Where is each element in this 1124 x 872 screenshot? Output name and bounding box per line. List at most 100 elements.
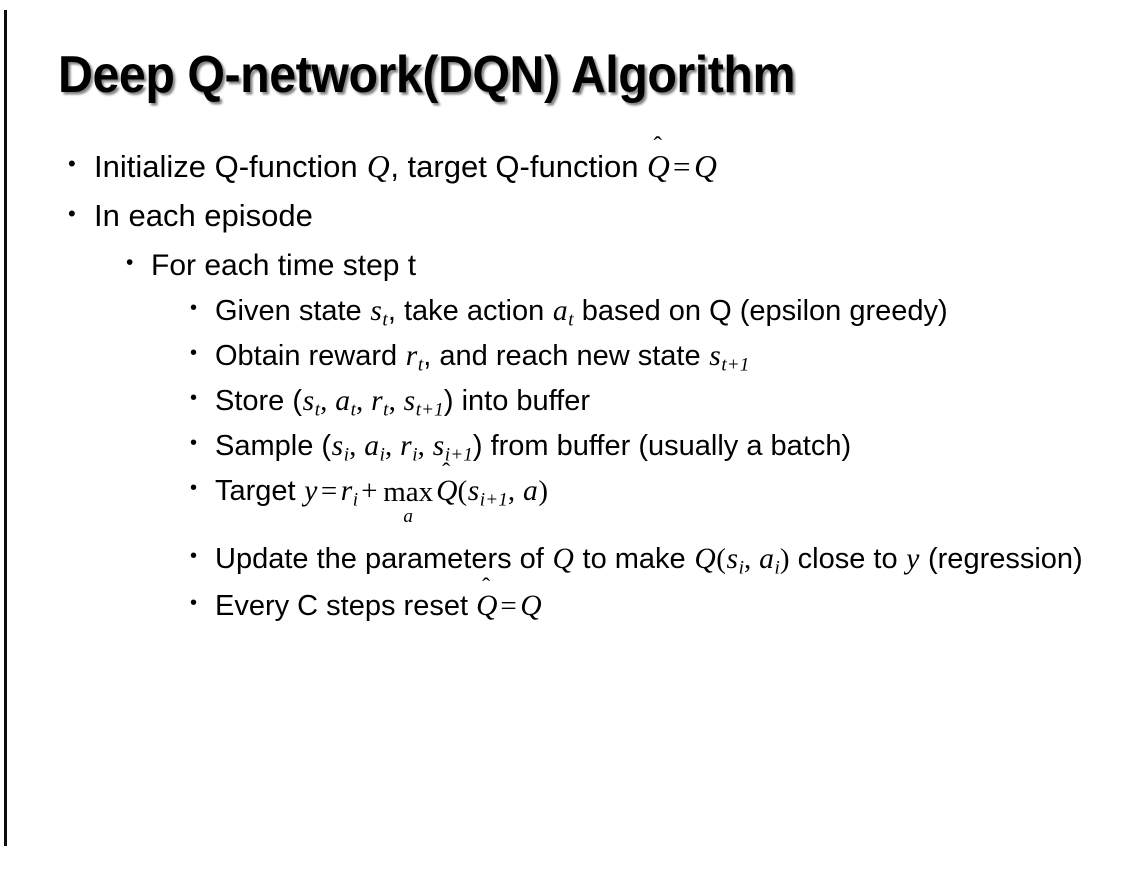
text-run: For each time step t xyxy=(151,248,417,282)
bullet-glyph: • xyxy=(190,544,198,567)
text-run: Sample ( xyxy=(215,430,332,463)
math-var-s: s xyxy=(726,542,739,575)
list-item-content: Target y=ri+maxâQ(si+1, a) xyxy=(215,472,1095,526)
math-var-q-base: Q xyxy=(476,590,498,623)
text-run: to make xyxy=(574,542,694,575)
list-item: • Sample (si, ai, ri, si+1) from buffer … xyxy=(0,427,1124,468)
math-subscript: t xyxy=(383,399,389,421)
math-subscript: t xyxy=(314,399,321,421)
math-op-max-label: max xyxy=(383,475,434,508)
math-subscript: i+1 xyxy=(444,444,473,466)
text-run: based on Q (epsilon greedy) xyxy=(573,294,948,327)
math-op-equals: = xyxy=(500,590,517,623)
math-paren-open: ( xyxy=(716,542,726,575)
math-subscript: t+1 xyxy=(721,354,750,376)
text-run: Target xyxy=(215,475,304,508)
text-run: Every C steps reset xyxy=(215,590,477,623)
text-run: ) from buffer (usually a batch) xyxy=(472,430,852,463)
math-var-r: r xyxy=(340,475,353,508)
list-item: • Given state st, take action at based o… xyxy=(0,292,1124,333)
math-var-y: y xyxy=(906,542,920,575)
math-var-qhat: ̂Q xyxy=(436,472,457,511)
math-var-a: a xyxy=(364,430,380,463)
list-item: • In each episode xyxy=(0,196,1124,236)
text-run: ) into buffer xyxy=(443,384,591,417)
math-subscript: i xyxy=(379,444,386,466)
text-run: , and reach new state xyxy=(423,339,709,372)
list-item-content: Given state st, take action at based on … xyxy=(215,292,1095,333)
math-var-a: a xyxy=(522,475,538,508)
list-item: • Initialize Q-function Q, target Q-func… xyxy=(0,146,1124,187)
bullet-glyph: • xyxy=(190,592,198,615)
text-run: (regression) xyxy=(919,542,1083,575)
text-run: Given state xyxy=(215,294,370,327)
math-subscript: t xyxy=(382,309,388,331)
math-separator: , xyxy=(320,384,335,417)
math-var-r: r xyxy=(371,384,383,417)
list-item: • Every C steps reset ̂Q=Q xyxy=(0,587,1124,626)
math-var-r: r xyxy=(405,339,418,372)
math-var-q: Q xyxy=(520,590,542,623)
math-var-s: s xyxy=(403,384,416,417)
math-subscript: i+1 xyxy=(479,490,508,512)
text-run: , target Q-function xyxy=(390,149,648,184)
text-run: In each episode xyxy=(94,198,313,234)
math-subscript: t+1 xyxy=(415,399,444,421)
list-item-content: Initialize Q-function Q, target Q-functi… xyxy=(94,146,1054,187)
math-var-qhat: ̂Q xyxy=(647,146,670,187)
math-var-q: Q xyxy=(694,149,717,184)
text-run: Obtain reward xyxy=(215,339,406,372)
math-var-qhat: ̂Q xyxy=(476,587,497,626)
list-item: • Store (st, at, rt, st+1) into buffer xyxy=(0,382,1124,423)
math-subscript: i xyxy=(343,444,350,466)
list-item-content: Store (st, at, rt, st+1) into buffer xyxy=(215,382,1095,423)
bullet-glyph: • xyxy=(190,432,198,455)
math-op-equals: = xyxy=(672,149,691,184)
math-paren-close: ) xyxy=(779,542,790,575)
bullet-glyph: • xyxy=(68,151,76,176)
page-title: Deep Q-network(DQN) Algorithm xyxy=(58,46,795,104)
math-var-q-base: Q xyxy=(647,149,670,184)
list-item: • Update the parameters of Q to make Q(s… xyxy=(0,540,1124,581)
list-item: • Obtain reward rt, and reach new state … xyxy=(0,337,1124,378)
math-subscript: t xyxy=(417,354,424,376)
math-subscript: i xyxy=(352,490,359,512)
slide-left-border-rule xyxy=(4,10,7,846)
list-item-content: Sample (si, ai, ri, si+1) from buffer (u… xyxy=(215,427,1095,468)
bullet-glyph: • xyxy=(190,341,198,364)
math-var-q: Q xyxy=(694,542,716,575)
text-run: , take action xyxy=(387,294,553,327)
math-var-s: s xyxy=(709,339,721,372)
math-separator: , xyxy=(349,430,364,463)
bullet-glyph: • xyxy=(190,386,198,409)
list-item-content: In each episode xyxy=(94,196,1054,236)
list-item-content: Every C steps reset ̂Q=Q xyxy=(215,587,1095,626)
math-subscript: i xyxy=(412,444,418,466)
text-run: Update the parameters of xyxy=(215,542,552,575)
bullet-glyph: • xyxy=(190,477,198,500)
math-separator: , xyxy=(356,384,371,417)
math-var-y: y xyxy=(304,475,318,508)
math-var-s: s xyxy=(302,384,315,417)
text-run: Initialize Q-function xyxy=(94,149,367,184)
list-item-content: Update the parameters of Q to make Q(si,… xyxy=(215,540,1095,581)
math-separator: , xyxy=(417,430,433,463)
bullet-glyph: • xyxy=(68,201,76,227)
math-op-plus: + xyxy=(361,475,378,508)
math-var-a: a xyxy=(552,294,568,327)
math-op-equals: = xyxy=(320,475,338,508)
bullet-glyph: • xyxy=(126,250,134,274)
math-subscript: t xyxy=(568,309,574,331)
list-item-content: Obtain reward rt, and reach new state st… xyxy=(215,337,1095,378)
math-paren-close: ) xyxy=(538,475,548,508)
math-separator: , xyxy=(388,384,404,417)
text-run: Store ( xyxy=(215,384,303,417)
math-var-r: r xyxy=(400,430,412,463)
math-var-a: a xyxy=(335,384,350,417)
math-separator: , xyxy=(507,475,523,508)
math-var-q: Q xyxy=(366,149,390,184)
math-subscript: i xyxy=(738,557,745,579)
math-op-max-underscript: a xyxy=(403,505,413,527)
